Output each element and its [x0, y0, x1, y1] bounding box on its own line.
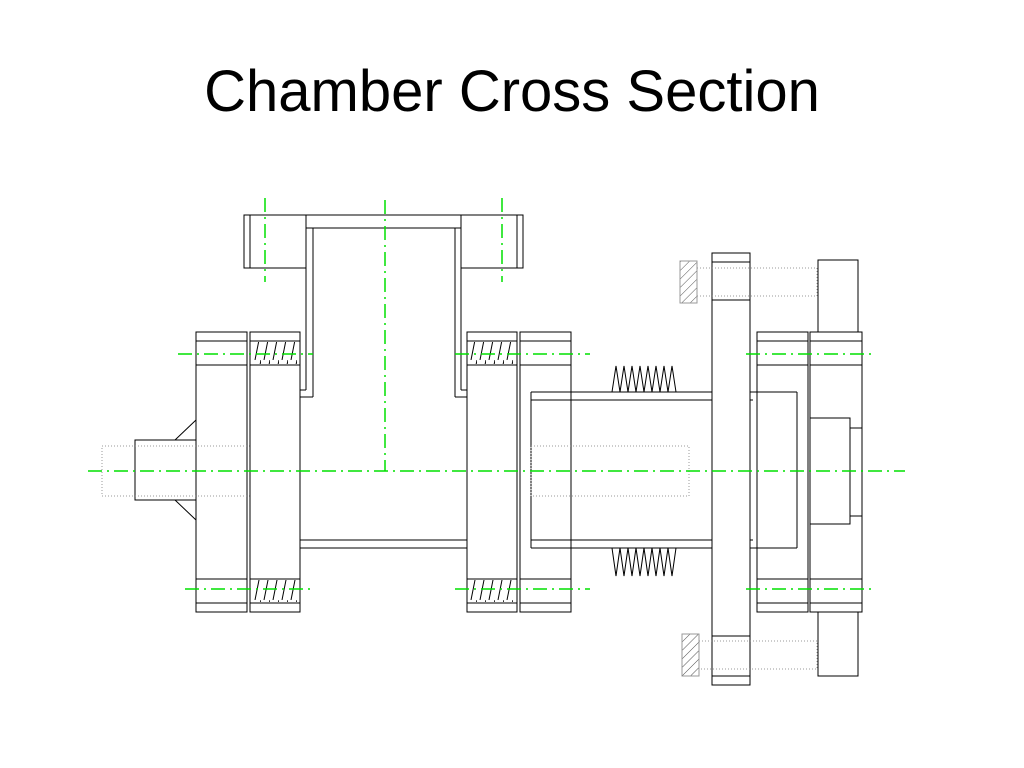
bellows-top — [600, 365, 712, 393]
right-flange-a — [756, 331, 809, 613]
tee-left-flange — [249, 331, 301, 613]
top-flange — [243, 214, 524, 269]
centerlines — [88, 198, 905, 590]
page-title: Chamber Cross Section — [204, 59, 820, 124]
lower-clamp-screw — [681, 633, 818, 677]
bellows-left-flange — [519, 331, 572, 613]
left-port-stub — [101, 419, 251, 521]
tee-vertical-tube — [305, 228, 462, 397]
bellows-bottom — [611, 547, 677, 577]
tee-right-flange — [466, 331, 518, 613]
upper-clamp-screw — [679, 260, 818, 304]
right-flange-b — [809, 259, 863, 677]
large-plate-flange — [711, 252, 780, 686]
left-blank-flange — [195, 331, 248, 613]
